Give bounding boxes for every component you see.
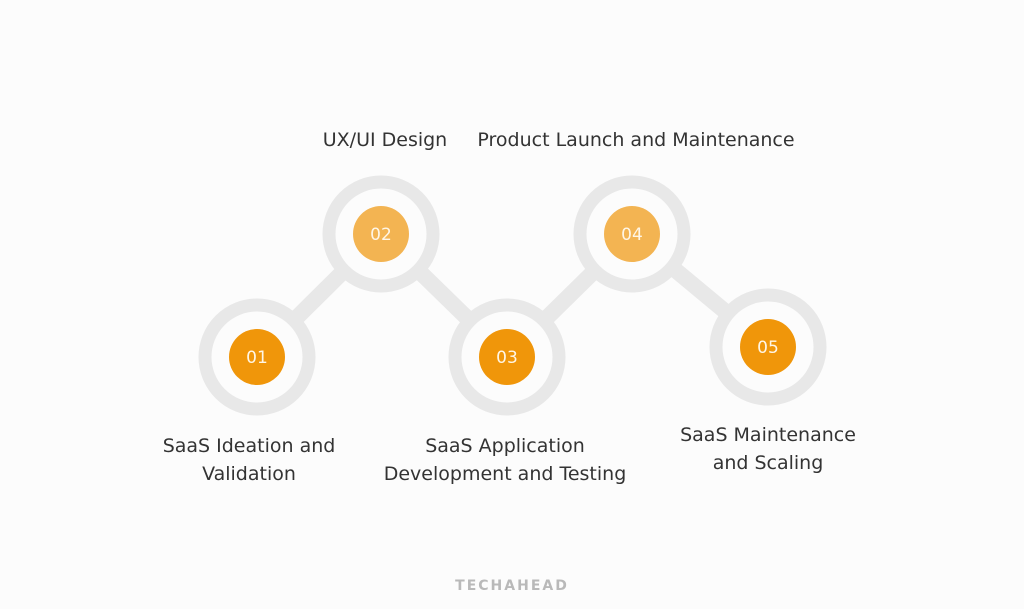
step-5-label: SaaS Maintenance and Scaling xyxy=(663,421,873,477)
step-5-label-line-1: SaaS Maintenance xyxy=(680,424,856,446)
step-2-label-line-1: UX/UI Design xyxy=(322,129,448,151)
step-5-dot xyxy=(740,319,796,375)
step-4-number: 04 xyxy=(621,225,643,245)
step-1-label-line-1: SaaS Ideation and xyxy=(162,435,336,457)
step-4-label: Product Launch and Maintenance xyxy=(466,126,806,154)
step-2-number: 02 xyxy=(370,225,392,245)
step-1-label-line-2: Validation xyxy=(202,463,296,485)
step-1-label: SaaS Ideation and Validation xyxy=(149,432,349,488)
step-3-label: SaaS Application Development and Testing xyxy=(370,432,640,488)
step-2-dot xyxy=(353,206,409,262)
step-3-label-line-2: Development and Testing xyxy=(383,463,627,485)
step-3-number: 03 xyxy=(496,348,518,368)
step-5-number: 05 xyxy=(757,338,779,358)
step-3-label-line-1: SaaS Application xyxy=(425,435,585,457)
step-3-dot xyxy=(479,329,535,385)
step-dots: 01 02 03 04 05 xyxy=(229,206,796,385)
step-5-label-line-2: and Scaling xyxy=(712,452,824,474)
brand-logo: TECHAHEAD xyxy=(455,578,569,594)
step-4-dot xyxy=(604,206,660,262)
step-1-number: 01 xyxy=(246,348,268,368)
step-1-dot xyxy=(229,329,285,385)
step-2-label: UX/UI Design xyxy=(305,126,465,154)
step-4-label-line-1: Product Launch and Maintenance xyxy=(477,129,795,151)
